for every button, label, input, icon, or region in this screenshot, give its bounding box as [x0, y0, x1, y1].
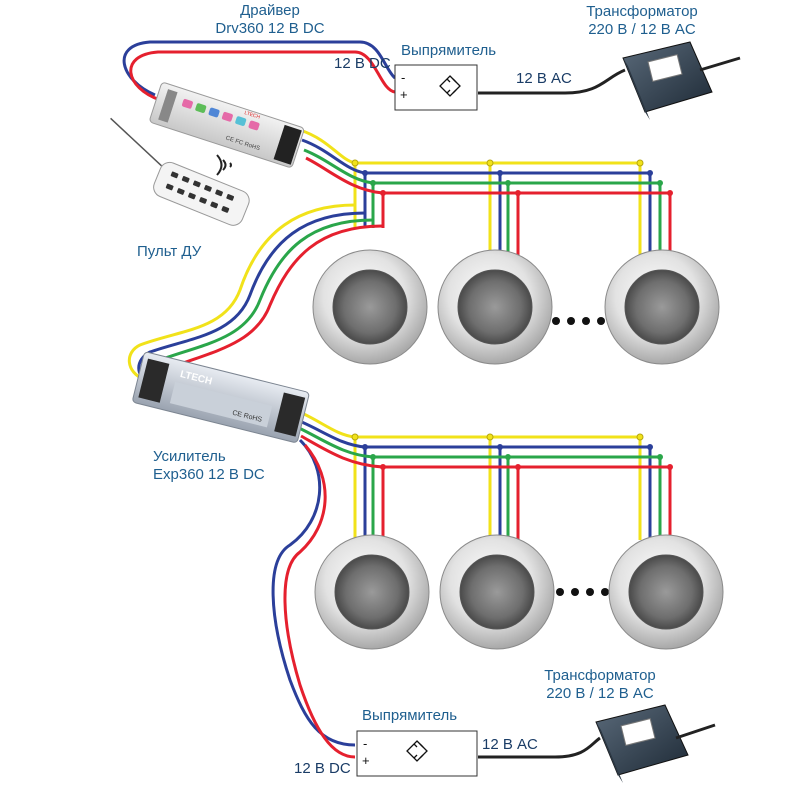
- rectifier-top: - +: [394, 64, 478, 111]
- driver-label: Драйвер Drv360 12 В DC: [205, 2, 335, 38]
- amplifier-unit: LTECH CE RoHS: [132, 351, 310, 443]
- transformer-top-label-line1: Трансформатор: [586, 3, 698, 20]
- dc-top-label: 12 В DC: [334, 55, 391, 72]
- wires-bus-bottom: [294, 408, 672, 540]
- transformer-top-label: Трансформатор 220 В / 12 В AC: [572, 3, 712, 39]
- amplifier-label-line1: Усилитель: [153, 448, 226, 465]
- transformer-top-label-line2: 220 В / 12 В AC: [588, 21, 696, 38]
- transformer-bottom-label-line1: Трансформатор: [544, 667, 656, 684]
- junction-dots-bottom: [351, 433, 673, 470]
- ellipsis-dots: [556, 588, 609, 596]
- rectifier-top-label: Выпрямитель: [401, 42, 497, 59]
- rectifier-top-minus: -: [401, 70, 405, 85]
- led-pool-light-icon: [439, 534, 555, 650]
- rectifier-icon: [439, 75, 461, 97]
- rectifier-bottom: - +: [356, 730, 478, 777]
- wires-driver-power: [122, 40, 397, 102]
- led-pool-light-icon: [604, 249, 720, 365]
- amplifier-label: Усилитель Exp360 12 В DC: [153, 448, 265, 484]
- driver-brand: LTECH: [244, 110, 261, 121]
- ac-bottom-label: 12 В AC: [482, 736, 538, 753]
- rectifier-bottom-plus: +: [362, 753, 370, 768]
- wires-bus-top: [299, 128, 672, 270]
- wire-ac-bottom: [478, 736, 601, 759]
- transformer-bottom-label-line2: 220 В / 12 В AC: [546, 685, 654, 702]
- junction-dots-top: [351, 159, 673, 196]
- driver-label-line1: Драйвер: [240, 2, 300, 19]
- led-pool-light-icon: [437, 249, 553, 365]
- ac-top-label: 12 В AC: [516, 70, 572, 87]
- led-pool-light-icon: [608, 534, 724, 650]
- remote-label: Пульт ДУ: [137, 243, 202, 260]
- rectifier-top-plus: +: [400, 87, 408, 102]
- dc-bottom-label: 12 В DC: [294, 760, 351, 777]
- transformer-icon: [595, 704, 716, 783]
- lamp-row-bottom: [314, 534, 724, 650]
- ellipsis-dots: [552, 317, 605, 325]
- rectifier-bottom-label: Выпрямитель: [362, 707, 458, 724]
- driver-buttons: [181, 98, 260, 131]
- wire-ac-top: [478, 68, 626, 95]
- driver-unit: LTECH CE FC RoHS: [149, 82, 305, 168]
- amplifier-label-line2: Exp360 12 В DC: [153, 466, 265, 483]
- remote-control-icon: [110, 117, 250, 226]
- lamp-row-top: [312, 249, 720, 365]
- wires-amplifier-power: [271, 438, 356, 759]
- rectifier-icon: [406, 740, 428, 762]
- led-pool-light-icon: [314, 534, 430, 650]
- rectifier-bottom-minus: -: [363, 736, 367, 751]
- led-pool-light-icon: [312, 249, 428, 365]
- driver-label-line2: Drv360 12 В DC: [215, 20, 325, 37]
- transformer-bottom-label: Трансформатор 220 В / 12 В AC: [530, 667, 670, 703]
- transformer-icon: [622, 41, 741, 120]
- wireless-signal-icon: [216, 154, 232, 176]
